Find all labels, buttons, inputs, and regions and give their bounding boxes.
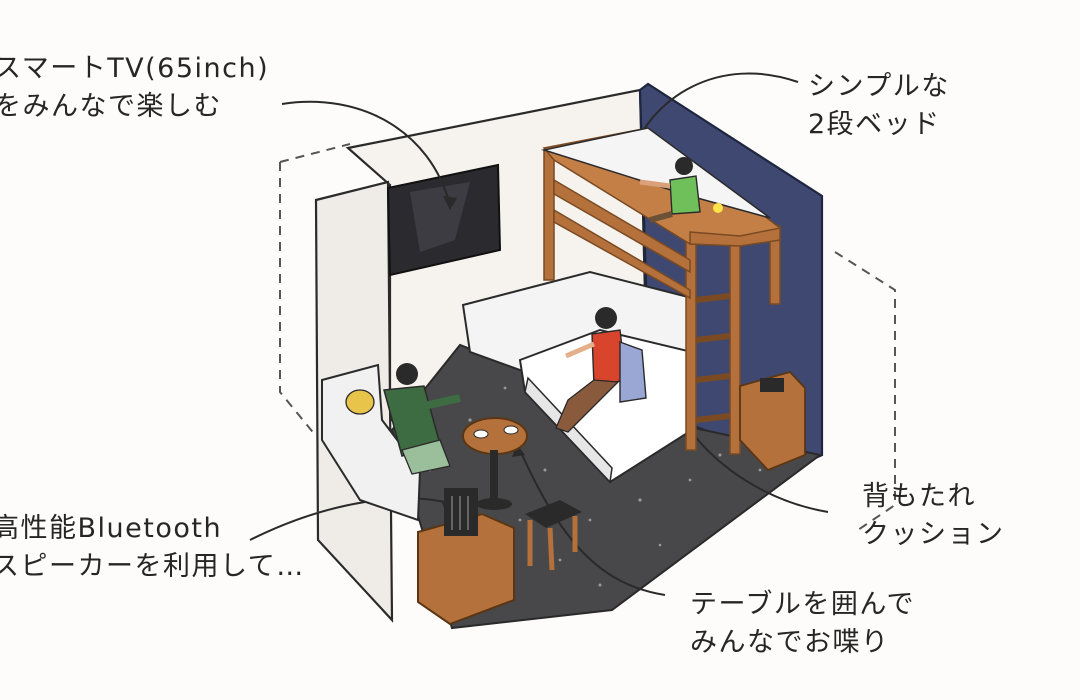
person-lower-bed: [555, 307, 647, 433]
annotation-bunk-bed: シンプルな 2段ベッド: [808, 71, 950, 140]
annotation-speaker: 高性能Bluetooth スピーカーを利用して…: [0, 513, 305, 582]
person-on-sofa: [383, 363, 461, 475]
telephone: [760, 378, 784, 392]
round-table: [462, 417, 528, 510]
nightstand: [739, 370, 806, 472]
speaker-cabinet: [417, 488, 515, 626]
person-upper-bunk: [639, 157, 723, 223]
bluetooth-speaker: [444, 488, 478, 536]
stool: [525, 500, 582, 571]
sofa: [321, 363, 422, 522]
annotation-tv: スマートTV(65inch) をみんなで楽しむ: [0, 53, 270, 122]
annotation-table: テーブルを囲んで みんなでお喋り: [690, 589, 916, 658]
annotation-cushion: 背もたれ クッション: [862, 481, 1005, 550]
